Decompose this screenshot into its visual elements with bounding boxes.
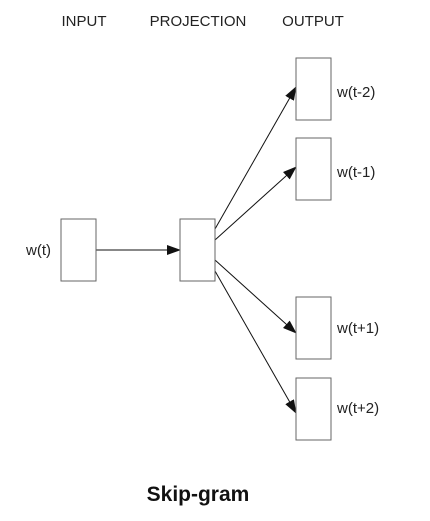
arrow-projection-to-output-4 [214, 270, 297, 414]
column-header-output: OUTPUT [282, 13, 344, 30]
diagram-title: Skip-gram [147, 483, 250, 506]
input-box [60, 218, 97, 282]
output-word-label-4: w(t+2) [336, 400, 379, 417]
output-box-3 [295, 296, 332, 360]
arrow-projection-to-output-1 [214, 86, 297, 230]
projection-box [179, 218, 216, 282]
output-word-label-2: w(t-1) [336, 164, 375, 181]
input-word-label: w(t) [25, 242, 51, 259]
arrow-projection-to-output-2 [214, 166, 297, 241]
column-header-projection: PROJECTION [150, 13, 247, 30]
column-header-input: INPUT [62, 13, 107, 30]
output-box-1 [295, 57, 332, 121]
output-word-label-3: w(t+1) [336, 320, 379, 337]
output-box-2 [295, 137, 332, 201]
output-box-4 [295, 377, 332, 441]
arrow-projection-to-output-3 [214, 259, 297, 334]
output-word-label-1: w(t-2) [336, 84, 375, 101]
